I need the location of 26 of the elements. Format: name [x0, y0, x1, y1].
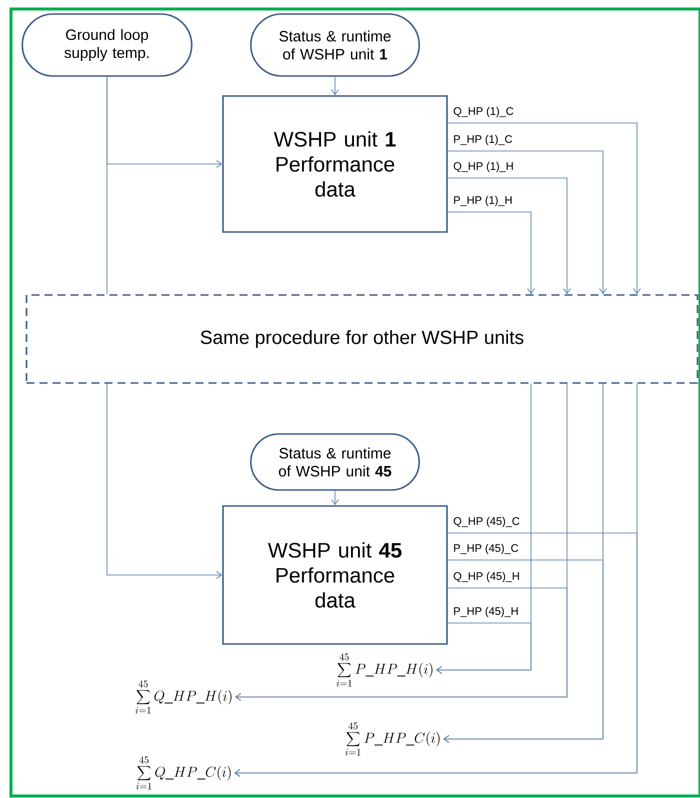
edge-label: P_HP (1)_C: [452, 134, 514, 146]
edge-label: P_HP (45)_C: [452, 542, 520, 556]
sum-formula: $\sum_{i=1}^{45} Q\_HP\_C(i)$: [136, 756, 231, 790]
arrow: [436, 622, 532, 674]
arrow: [331, 76, 339, 96]
edge-label: Q_HP (45)_C: [452, 516, 521, 528]
sum-formula: $\sum_{i=1}^{45} P\_HP\_H(i)$: [336, 653, 432, 686]
edge-label: Q_HP (1)_H: [452, 160, 515, 174]
arrow: [447, 178, 571, 294]
dashed-process-box: Same procedure for other WSHP units: [26, 294, 698, 384]
arrow: [443, 560, 604, 743]
process-box: WSHP unit 1 Performance data: [222, 95, 448, 233]
arrow: [106, 383, 222, 579]
arrow: [234, 532, 638, 777]
arrow: [331, 490, 339, 506]
arrow: [447, 150, 607, 294]
arrow: [447, 122, 641, 294]
edge-label: Q_HP (1)_C: [452, 106, 515, 118]
edge-label: P_HP (45)_H: [452, 606, 520, 618]
arrow: [447, 212, 535, 294]
arrow: [235, 588, 568, 701]
process-box: WSHP unit 45 Performance data: [222, 505, 448, 645]
edge-label: Q_HP (45)_H: [452, 570, 521, 584]
sum-formula: $\sum_{i=1}^{45} P\_HP\_C(i)$: [345, 722, 440, 756]
sum-formula: $\sum_{i=1}^{45} Q\_HP\_H(i)$: [135, 680, 232, 714]
edge-label: P_HP (1)_H: [452, 194, 514, 208]
